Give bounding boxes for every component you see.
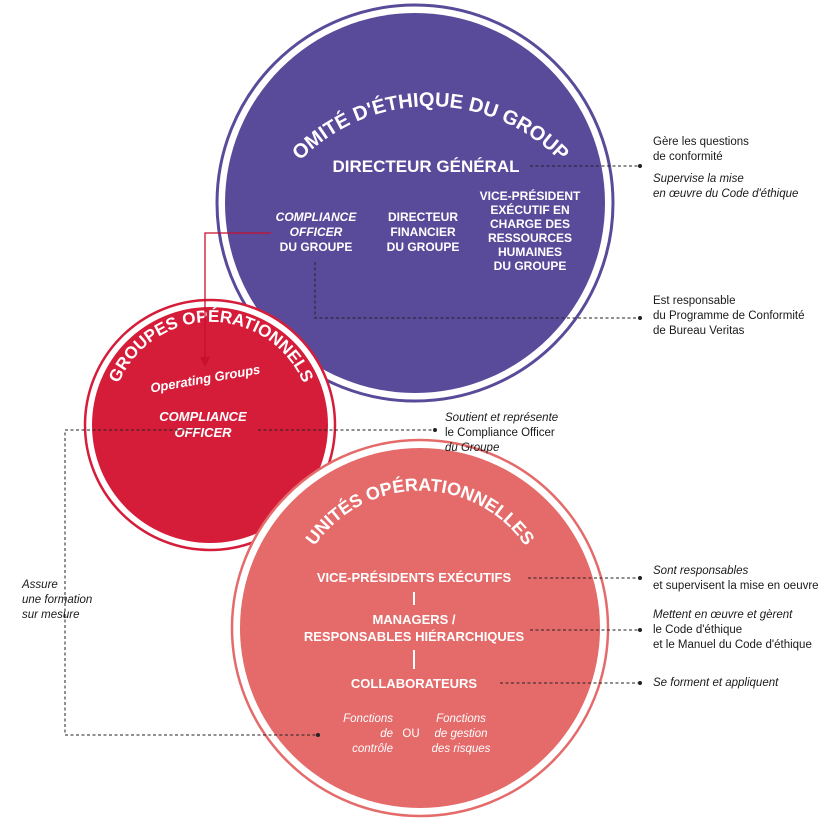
og-compliance-line: OFFICER xyxy=(174,425,232,440)
note-line: Mettent en œuvre et gèrent xyxy=(653,609,793,621)
connector-dot xyxy=(638,628,642,632)
group-compliance-line: DU GROUPE xyxy=(280,240,353,254)
note-line: Sont responsables xyxy=(653,565,749,577)
evp-note: Sont responsables et supervisent la mise… xyxy=(653,564,819,594)
group-committee-circle xyxy=(225,13,605,393)
group-cfo: DIRECTEUR FINANCIER DU GROUPE xyxy=(387,210,460,254)
control-functions-line: de xyxy=(380,728,393,740)
note-line: et le Manuel du Code d'éthique xyxy=(653,639,812,651)
control-functions: Fonctions de contrôle xyxy=(343,713,393,755)
risk-management-functions: Fonctions de gestion des risques xyxy=(432,713,491,755)
note-line: Supervise la mise xyxy=(653,173,744,185)
group-compliance-connector xyxy=(314,262,640,319)
group-compliance-officer: COMPLIANCE OFFICER DU GROUPE xyxy=(276,210,358,254)
note-line: de conformité xyxy=(653,151,723,163)
units-managers-line: MANAGERS / xyxy=(372,612,455,627)
note-line: du Groupe xyxy=(445,442,500,454)
connector-dot xyxy=(316,733,320,737)
note-line: du Programme de Conformité xyxy=(653,310,805,322)
group-hr-evp-line: RESSOURCES xyxy=(488,231,572,245)
group-hr-evp-line: VICE-PRÉSIDENT xyxy=(480,188,581,203)
training-connector xyxy=(64,429,318,736)
note-line: Assure xyxy=(22,579,58,591)
ceo-note-supervise: Supervise la mise en œuvre du Code d'éth… xyxy=(653,172,798,202)
note-line: sur mesure xyxy=(22,609,80,621)
connector-dot xyxy=(638,316,642,320)
managers-note: Mettent en œuvre et gèrent le Code d'éth… xyxy=(653,608,812,653)
note-line: le Code d'éthique xyxy=(653,624,743,636)
connector-dot xyxy=(638,576,642,580)
group-hr-evp-line: EXÉCUTIF EN xyxy=(490,202,569,217)
group-cfo-line: FINANCIER xyxy=(390,225,456,239)
risk-functions-line: des risques xyxy=(432,743,491,755)
units-employees-label: COLLABORATEURS xyxy=(351,676,477,691)
note-line: en œuvre du Code d'éthique xyxy=(653,188,799,200)
group-compliance-note: Est responsable du Programme de Conformi… xyxy=(653,294,804,339)
operational-units-circle xyxy=(240,448,600,808)
group-cfo-line: DIRECTEUR xyxy=(388,210,458,224)
risk-functions-line: de gestion xyxy=(434,728,487,740)
units-evp-label: VICE-PRÉSIDENTS EXÉCUTIFS xyxy=(317,570,512,585)
note-line: Est responsable xyxy=(653,295,736,307)
note-line: Soutient et représente xyxy=(445,412,559,424)
group-hr-evp-line: DU GROUPE xyxy=(494,259,567,273)
og-officer-note: Soutient et représente le Compliance Off… xyxy=(445,411,558,456)
ceo-label: DIRECTEUR GÉNÉRAL xyxy=(332,157,519,176)
group-cfo-line: DU GROUPE xyxy=(387,240,460,254)
note-line: une formation xyxy=(22,594,93,606)
risk-functions-line: Fonctions xyxy=(436,713,486,725)
control-functions-line: contrôle xyxy=(352,743,393,755)
units-managers-line: RESPONSABLES HIÉRARCHIQUES xyxy=(304,629,525,644)
control-functions-line: Fonctions xyxy=(343,713,393,725)
note-line: de Bureau Veritas xyxy=(653,325,745,337)
connector-dot xyxy=(638,164,642,168)
or-label: OU xyxy=(402,728,419,740)
group-hr-evp-line: HUMAINES xyxy=(498,245,562,259)
connector-dot xyxy=(638,681,642,685)
group-hr-evp-line: CHARGE DES xyxy=(490,217,570,231)
ceo-note-compliance: Gère les questions de conformité xyxy=(653,135,749,165)
connector-dot xyxy=(433,428,437,432)
group-compliance-line: OFFICER xyxy=(290,225,343,239)
note-line: et supervisent la mise en oeuvre xyxy=(653,580,819,592)
operating-groups-circle xyxy=(92,307,328,543)
og-compliance-line: COMPLIANCE xyxy=(159,409,247,424)
note-line: Gère les questions xyxy=(653,136,749,148)
note-line: le Compliance Officer xyxy=(445,427,555,439)
note-line: Se forment et appliquent xyxy=(653,677,779,689)
employees-note: Se forment et appliquent xyxy=(653,676,778,691)
group-hr-evp: VICE-PRÉSIDENT EXÉCUTIF EN CHARGE DES RE… xyxy=(480,188,581,273)
group-compliance-line: COMPLIANCE xyxy=(276,210,358,224)
training-note: Assure une formation sur mesure xyxy=(22,578,92,623)
escalation-arrow xyxy=(200,232,271,367)
